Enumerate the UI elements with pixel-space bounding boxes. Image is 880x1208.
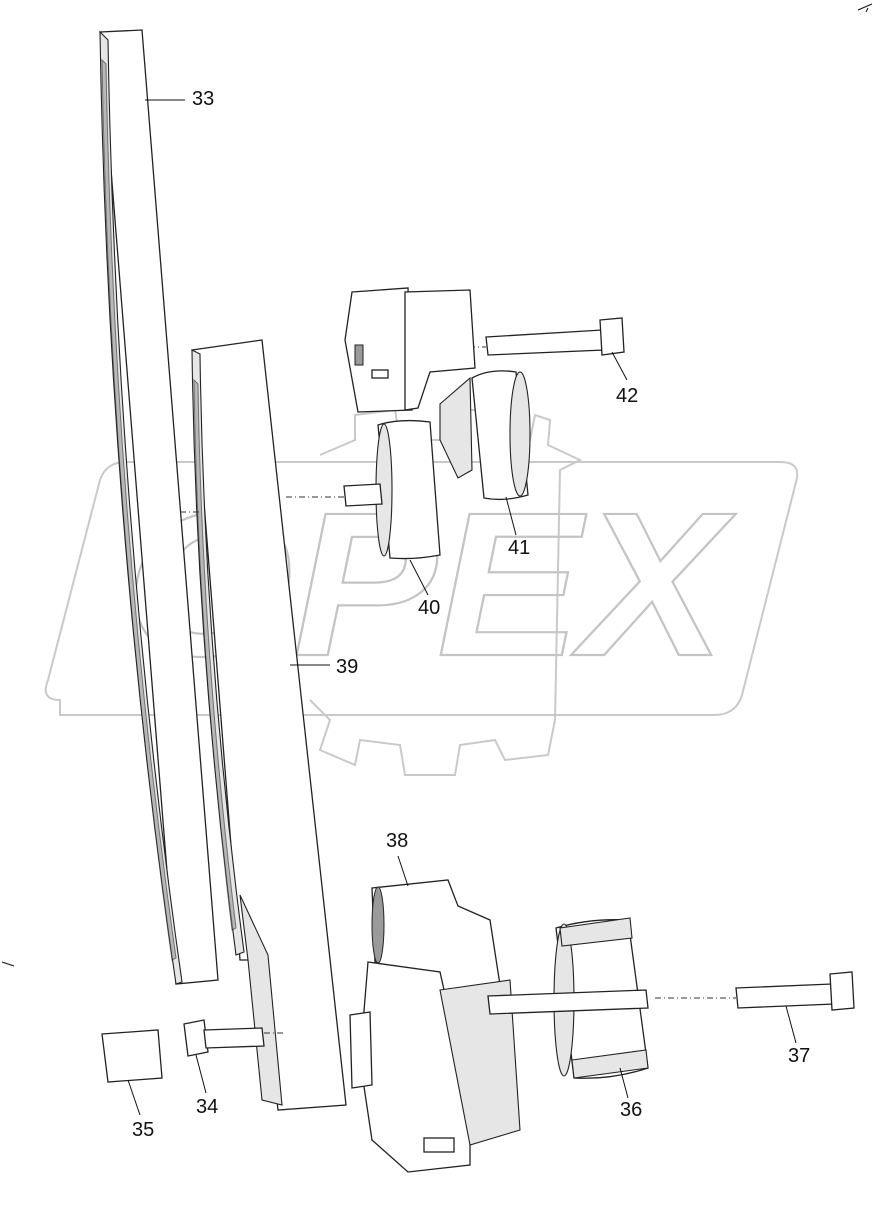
corner-mark	[857, 3, 873, 13]
callout-41: 41	[508, 537, 531, 559]
callout-37: 37	[788, 1045, 811, 1067]
callout-36: 36	[620, 1099, 643, 1121]
belt-39	[180, 339, 347, 1111]
callout-39: 39	[336, 656, 359, 678]
callout-38: 38	[386, 830, 409, 852]
pulley-40	[286, 419, 441, 596]
tensioner-38	[349, 855, 521, 1173]
edge-mark	[1, 961, 15, 967]
watermark-frame	[44, 461, 799, 716]
pulley-36	[487, 917, 649, 1099]
callout-35: 35	[132, 1119, 155, 1141]
spacer-35	[101, 1029, 163, 1116]
belt-33	[99, 29, 219, 985]
tensioner-bracket-upper	[344, 287, 476, 479]
callout-34: 34	[196, 1096, 219, 1118]
callout-40: 40	[418, 597, 441, 619]
bolt-42	[456, 317, 628, 381]
callout-42: 42	[616, 385, 639, 407]
callout-33: 33	[192, 88, 215, 110]
bolt-37	[655, 971, 855, 1044]
nut-34	[183, 1019, 284, 1094]
pulley-41	[471, 370, 531, 536]
